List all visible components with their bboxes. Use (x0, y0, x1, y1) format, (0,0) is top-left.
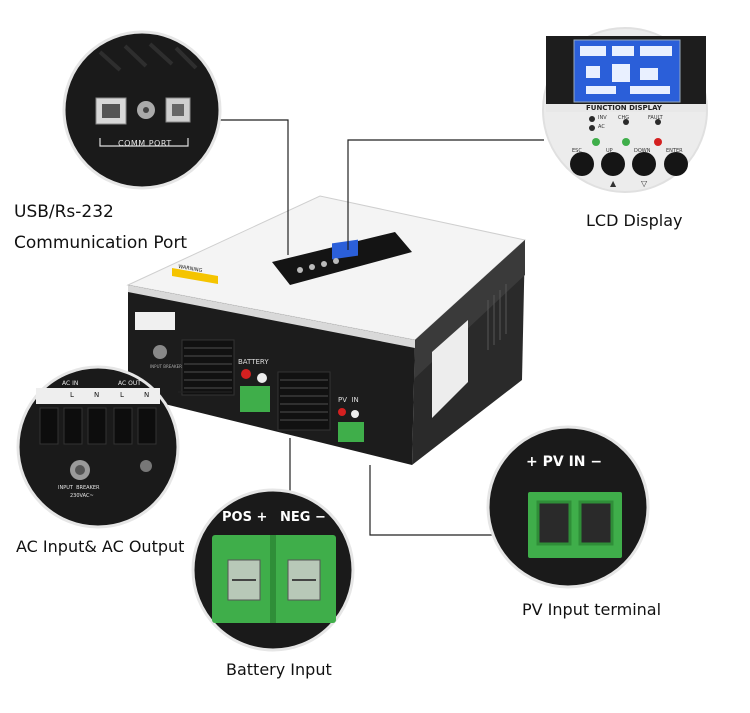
lcd-led-inv: INV (598, 115, 607, 121)
lcd-led-ac: AC (598, 124, 605, 130)
ac-pin-3: L (120, 391, 124, 399)
battery-inset (191, 488, 355, 652)
ac-pin-4: N (144, 391, 150, 399)
lcd-display-caption: LCD Display (586, 211, 683, 230)
ac-pin-1: L (70, 391, 74, 399)
lcd-led-chg: CHG (618, 115, 630, 121)
pv-port-label: PV IN (338, 396, 359, 404)
pv-terminal-label: + PV IN − (526, 454, 603, 470)
comm-port-label: COMM PORT (118, 139, 172, 148)
lcd-btn-enter: ENTER (666, 148, 683, 154)
svg-text:▲: ▲ (610, 179, 617, 188)
ac-breaker-label-1: INPUT BREAKER (58, 485, 100, 491)
lcd-display-inset: ▲ ▽ (542, 27, 708, 193)
pv-input-inset (486, 425, 650, 589)
lcd-btn-esc: ESC (572, 148, 582, 154)
callout-lines (178, 119, 544, 536)
ac-in-label: AC IN (62, 380, 79, 387)
battery-pos-label: POS + (222, 510, 268, 525)
pv-input-caption: PV Input terminal (522, 600, 662, 619)
comm-port-inset (62, 30, 222, 190)
battery-input-caption: Battery Input (226, 660, 332, 679)
lcd-btn-up: UP (606, 148, 613, 154)
communication-port-caption: Communication Port (14, 233, 188, 253)
lcd-led-fault: FAULT (648, 115, 663, 121)
lcd-panel-title: FUNCTION DISPLAY (586, 104, 662, 112)
battery-port-label: BATTERY (238, 358, 269, 366)
ac-pin-2: N (94, 391, 100, 399)
ac-out-label: AC OUT (118, 380, 141, 387)
battery-neg-label: NEG − (280, 510, 326, 525)
ac-io-inset (16, 365, 180, 529)
usb-rs232-caption: USB/Rs-232 (14, 202, 114, 222)
ac-breaker-label-2: 230VAC~ (70, 493, 94, 499)
lcd-btn-down: DOWN (634, 148, 651, 154)
front-breaker-label: INPUT BREAKER (150, 364, 182, 369)
svg-text:▽: ▽ (641, 179, 648, 188)
ac-io-caption: AC Input& AC Output (16, 537, 185, 556)
inverter-unit (126, 195, 527, 465)
